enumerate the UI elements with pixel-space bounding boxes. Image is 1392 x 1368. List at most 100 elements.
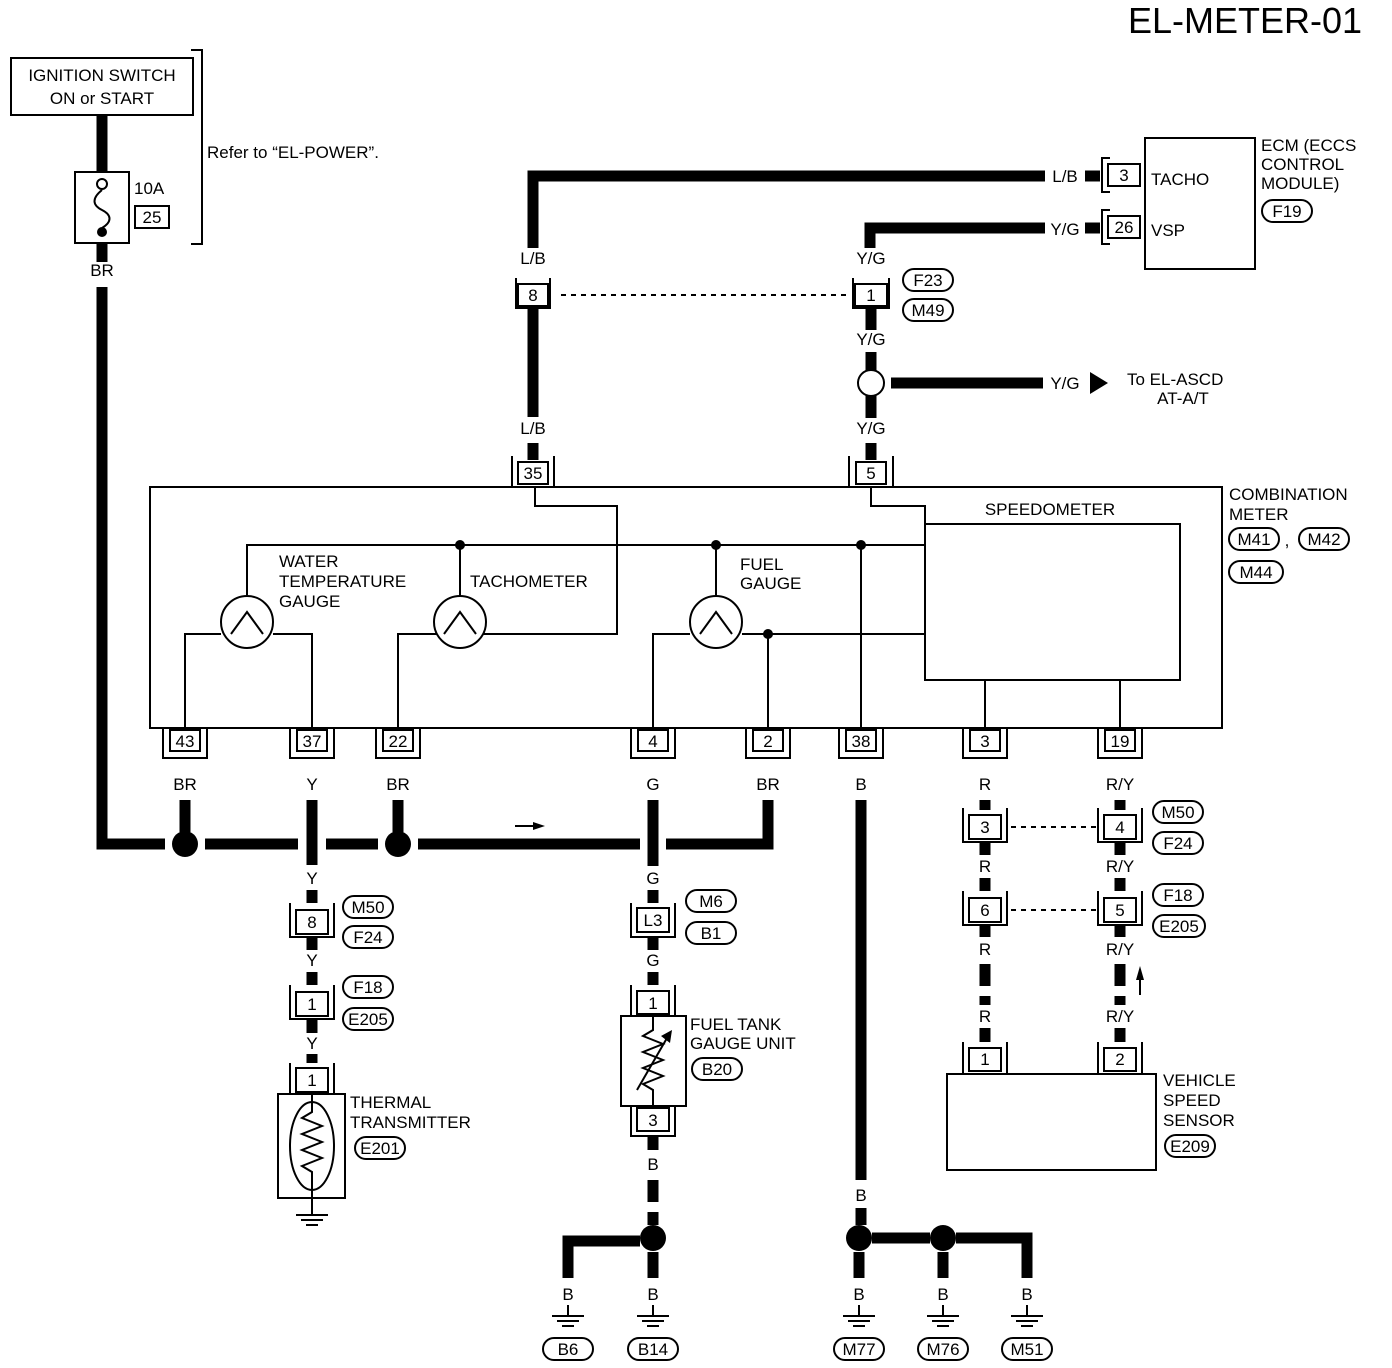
wire-label-b-b6: B [562,1285,573,1304]
tag-m76 [917,1337,969,1361]
tag-f23-text: F23 [913,271,942,290]
tag-f18-thermal [342,975,394,999]
ecm-wire-yg-label: Y/G [1050,220,1079,239]
wire-label-pin2: BR [756,775,780,794]
tag-m50-thermal [342,895,394,919]
fuse-number: 25 [143,208,162,227]
fuel-device-pin3: 3 [648,1111,657,1130]
fuel-device-label-line2: GAUGE UNIT [690,1034,796,1053]
br-splice-dot [172,831,198,857]
wire-label-g-1: G [646,869,659,888]
tag-m77-text: M77 [842,1340,875,1359]
thermal-device-pin-box [295,1067,329,1093]
tag-m44 [1228,560,1284,584]
wire-label-pin22: BR [386,775,410,794]
meter-pin19-num: 19 [1111,732,1130,751]
tag-f18-vss [1152,883,1204,907]
tag-m6 [685,889,737,913]
meter-label-line2: METER [1229,505,1289,524]
fuel-c1-pin: L3 [644,911,663,930]
ecm-connector-text: F19 [1272,202,1301,221]
tag-e205-thermal-text: E205 [348,1010,388,1029]
wire-label-yg-3: Y/G [856,419,885,438]
wire-label-r-1: R [979,857,991,876]
fuse-element-icon [93,189,111,229]
ascd-wire-label: Y/G [1050,374,1079,393]
tag-b6 [542,1337,594,1361]
fuel-gauge-trace-left [652,633,690,728]
yg-conn-box [854,283,888,307]
power-bus-trace [246,544,925,595]
tag-b6-text: B6 [558,1340,579,1359]
tacho-signal-trace [397,487,618,728]
lb-conn-pin: 8 [528,286,537,305]
wire-label-y-2: Y [306,951,317,970]
meter-pin4: 4 [630,728,676,759]
thermal-label-line2: TRANSMITTER [350,1113,471,1132]
vss-c2-right-pin: 5 [1115,901,1124,920]
wire-label-y-1: Y [306,869,317,888]
junction-dot [455,540,465,550]
wire-label-b-m76: B [937,1285,948,1304]
tachometer-gauge-icon [433,595,487,649]
fuel-gauge-icon [689,595,743,649]
br-main-wire [96,287,165,850]
tag-e209 [1164,1134,1216,1158]
water-temp-label-line1: WATER [279,552,339,571]
thermal-label-line1: THERMAL [350,1093,431,1112]
tag-m42 [1298,527,1350,551]
vss-device-pin1: 1 [980,1050,989,1069]
tag-m49 [902,298,954,322]
tag-m51-text: M51 [1010,1340,1043,1359]
tag-b20 [691,1057,743,1081]
lb-tacho-wire-upper [527,170,1045,248]
ascd-label-line2: AT-A/T [1157,389,1209,408]
vss-c1-left-box [968,814,1002,840]
tag-m41-text: M41 [1237,530,1270,549]
tag-m42-text: M42 [1307,530,1340,549]
tag-b1-text: B1 [701,924,722,943]
ignition-switch-box [10,57,194,116]
current-flow-arrow-icon [515,822,545,830]
meter-label-line1: COMBINATION [1229,485,1348,504]
thermal-c1-pin: 8 [307,913,316,932]
wire-label-b-fuel: B [647,1155,658,1174]
meter-pin4-num: 4 [648,732,657,751]
water-gauge-trace-right [273,633,313,728]
tag-m51 [1001,1337,1053,1361]
ignition-label-line1: IGNITION SWITCH [28,66,175,85]
tag-e205-vss [1152,914,1206,938]
wire-label-g-2: G [646,951,659,970]
tag-e209-text: E209 [1170,1137,1210,1156]
ground-icon [843,1305,875,1327]
tag-e205-thermal [342,1007,394,1031]
tag-f18-vss-text: F18 [1163,886,1192,905]
rheostat-arrow-line [636,1037,668,1091]
b-ground-wire-b6 [562,1235,640,1278]
tag-f24-thermal [342,925,394,949]
tag-b14 [627,1337,679,1361]
wire-label-pin3: R [979,775,991,794]
tag-m44-text: M44 [1239,563,1272,582]
meter-pin5-num: 5 [866,464,875,483]
vsp-signal-trace [870,487,926,524]
ascd-arrow-icon [1090,372,1108,394]
vss-label-line3: SENSOR [1163,1111,1235,1130]
wire-label-lb-bottom: L/B [520,419,546,438]
wire-label-pin19: R/Y [1106,775,1134,794]
wire-label-b-m51: B [1021,1285,1032,1304]
rheostat-arrow-icon [661,1030,672,1043]
meter-pin35-num: 35 [524,464,543,483]
meter-pin2: 2 [745,728,791,759]
meter-pin3: 3 [962,728,1008,759]
thermal-resistor-icon [299,1094,325,1198]
fuse-amp: 10A [134,179,165,198]
meter-pin37-num: 37 [303,732,322,751]
yg-vsp-wire-upper [864,222,1045,248]
wire-label-ry-3: R/Y [1106,1007,1134,1026]
b-splice-dot [640,1225,666,1251]
wire-label-pin37: Y [306,775,317,794]
yg-conn-pin: 1 [866,286,875,305]
vss-c1-right-pin: 4 [1115,818,1124,837]
